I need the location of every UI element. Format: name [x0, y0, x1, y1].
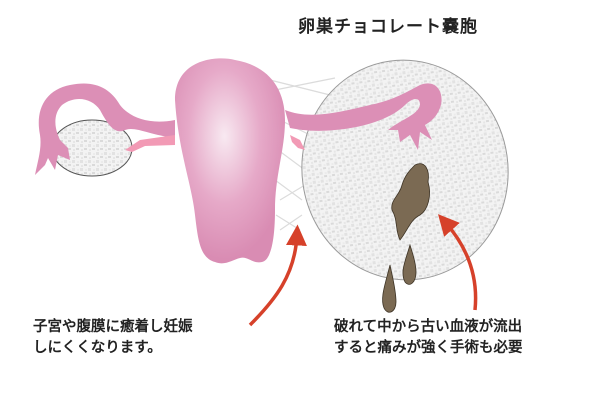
- adhesion-caption-line2: しにくくなります。: [33, 340, 162, 356]
- uterus: [175, 58, 285, 264]
- adhesion-caption: 子宮や腹膜に癒着し妊娠 しにくくなります。: [33, 317, 193, 359]
- adhesion-caption-line1: 子宮や腹膜に癒着し妊娠: [33, 319, 193, 335]
- rupture-arrow: [438, 214, 478, 311]
- rupture-caption-line1: 破れて中から古い血液が流出: [334, 319, 523, 335]
- rupture-caption-line2: すると痛みが強く手術も必要: [334, 340, 523, 356]
- page-title: 卵巣チョコレート嚢胞: [298, 17, 478, 37]
- adhesion-strands: [269, 77, 336, 231]
- chocolate-cyst: [301, 59, 509, 281]
- left-fallopian-tube: [35, 83, 175, 175]
- old-blood-clot: [391, 163, 430, 241]
- adhesion-arrow: [248, 224, 307, 327]
- rupture-caption: 破れて中から古い血液が流出 すると痛みが強く手術も必要: [334, 317, 523, 359]
- blood-drop: [402, 243, 417, 285]
- right-fallopian-tube: [285, 83, 442, 150]
- blood-drop: [382, 264, 397, 313]
